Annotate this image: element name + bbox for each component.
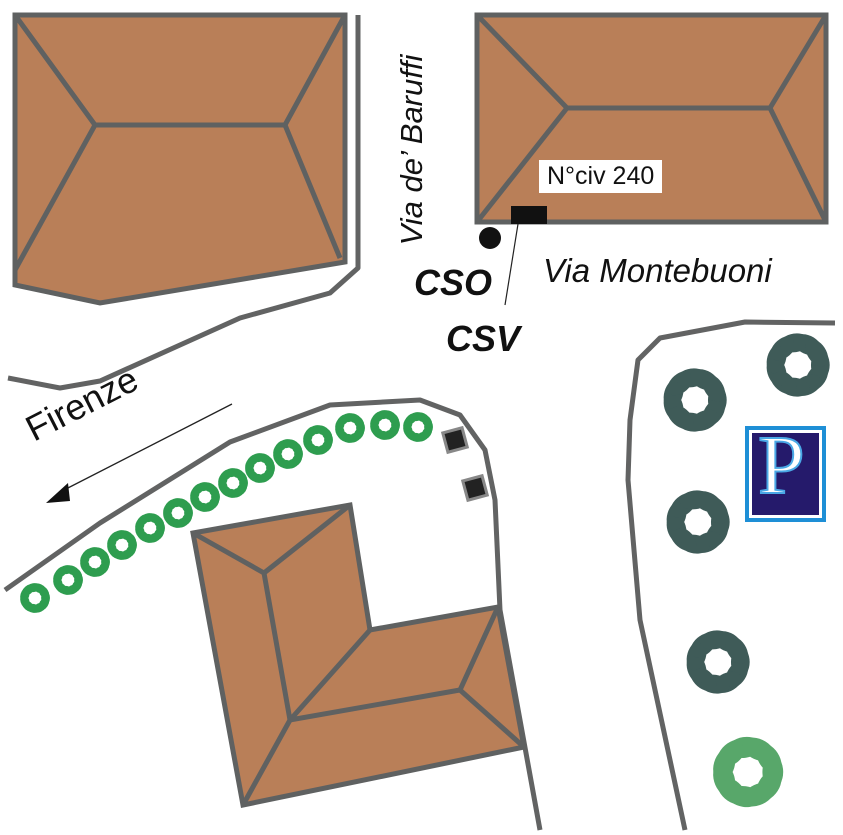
hedge-shrub	[403, 412, 433, 442]
road-curve-edge	[3, 397, 543, 831]
cso-label: CSO	[414, 262, 493, 303]
hedge-shrub	[335, 413, 365, 443]
firenze-arrow-line	[61, 403, 233, 492]
house-number-label: N°civ 240	[539, 160, 663, 193]
road-right-edge	[625, 319, 836, 831]
hedge-shrub	[20, 583, 50, 613]
tree-light	[713, 736, 784, 808]
parking-letter: P	[757, 419, 806, 512]
tree-dark	[686, 630, 750, 694]
hedge-shrub	[80, 547, 110, 577]
firenze-arrow-head	[46, 483, 70, 503]
building-top-left	[12, 12, 348, 306]
trees-layer	[20, 333, 830, 808]
street-label-via-montebuoni: Via Montebuoni	[543, 252, 772, 289]
hedge-shrub	[107, 530, 137, 560]
tree-dark	[663, 368, 727, 432]
hedge-shrub	[53, 565, 83, 595]
tree-dark	[666, 490, 730, 554]
hedge-shrub	[303, 425, 333, 455]
csv-label: CSV	[446, 318, 521, 359]
hedge-shrub	[190, 482, 220, 512]
csv-marker-box	[511, 206, 547, 224]
tree-dark	[766, 333, 830, 397]
hedge-shrub	[163, 498, 193, 528]
csv-leader-line	[504, 223, 519, 306]
hedge-shrub	[135, 513, 165, 543]
hedge-shrub	[245, 453, 275, 483]
road-via-de-baruffi-west-edge	[7, 15, 361, 391]
hedge-shrub	[370, 410, 400, 440]
cso-marker-dot	[479, 227, 501, 249]
post-markers	[440, 425, 490, 503]
hedge-shrub	[273, 439, 303, 469]
hedge-shrub	[218, 468, 248, 498]
building-l-shaped	[190, 502, 527, 808]
street-label-via-de-baruffi: Via de’ Baruffi	[394, 54, 429, 246]
parking-sign	[745, 426, 826, 522]
